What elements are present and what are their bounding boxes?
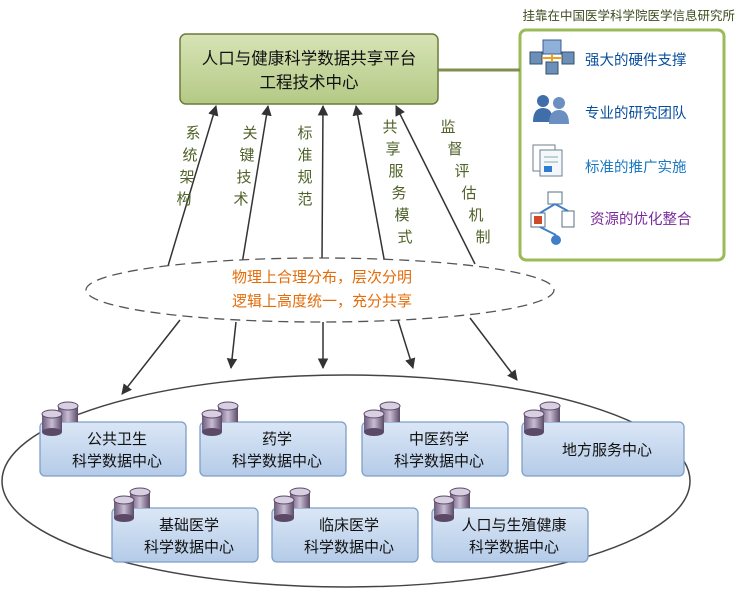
principle-line-1: 物理上合理分布，层次分明 <box>232 268 412 286</box>
data-center-name: 药学 <box>262 430 292 448</box>
arrow-up-2 <box>241 104 272 265</box>
data-center-name: 临床医学 <box>319 516 379 534</box>
connector-label-standards: 标准规范 <box>297 124 312 208</box>
team-people-icon <box>533 95 569 124</box>
data-center-box <box>431 507 589 563</box>
database-icon <box>201 401 239 436</box>
arrow-down-4 <box>397 319 416 370</box>
database-icon <box>113 487 151 522</box>
data-center-name: 地方服务中心 <box>562 441 652 459</box>
standard-document-icon <box>532 144 563 177</box>
database-icon <box>41 401 79 436</box>
data-center-node: 地方服务中心 <box>521 401 685 477</box>
principle-ellipse <box>85 257 555 323</box>
arrow-up-4 <box>352 104 386 265</box>
data-center-type: 科学数据中心 <box>232 452 322 470</box>
arrow-up-5 <box>395 105 476 265</box>
connector-label-architecture: 系统架构 <box>176 124 200 208</box>
database-icon <box>523 401 561 436</box>
data-center-box <box>271 507 419 563</box>
data-center-type: 科学数据中心 <box>394 452 484 470</box>
support-panel <box>518 28 726 262</box>
affiliation-text: 挂靠在中国医学科学院医学信息研究所 <box>522 8 735 23</box>
center-box <box>179 33 439 105</box>
data-center-name: 人口与生殖健康 <box>461 516 566 534</box>
support-item-team: 专业的研究团队 <box>585 105 687 122</box>
data-center-box <box>39 421 187 477</box>
data-center-type: 科学数据中心 <box>144 538 234 556</box>
data-center-box <box>521 421 685 477</box>
support-item-hardware: 强大的硬件支撑 <box>585 52 687 69</box>
downward-arrows <box>121 317 518 395</box>
principle-line-2: 逻辑上高度统一，充分共享 <box>232 292 412 310</box>
data-center-name: 公共卫生 <box>87 430 147 448</box>
support-item-standard: 标准的推广实施 <box>585 159 687 176</box>
upward-arrows <box>167 104 476 267</box>
data-center-box <box>361 421 509 477</box>
database-icon <box>433 487 471 522</box>
arrow-up-1 <box>167 104 219 267</box>
support-item-resource: 资源的优化整合 <box>590 211 692 228</box>
data-center-type: 科学数据中心 <box>469 538 559 556</box>
connector-label-key-tech: 关键技术 <box>233 124 257 208</box>
data-center-name: 中医药学 <box>409 430 469 448</box>
database-icon <box>273 487 311 522</box>
resource-integration-icon <box>530 191 575 245</box>
center-box-title: 人口与健康科学数据共享平台 <box>202 49 417 68</box>
center-box-subtitle: 工程技术中心 <box>260 73 359 92</box>
data-center-box <box>199 421 347 477</box>
hardware-network-icon <box>529 39 575 75</box>
connector-label-supervision: 监督评估机制 <box>440 118 490 246</box>
database-icon <box>363 401 401 436</box>
data-center-box <box>111 507 259 563</box>
arrow-down-1 <box>121 319 181 395</box>
arrow-down-5 <box>469 317 518 381</box>
data-center-type: 科学数据中心 <box>72 452 162 470</box>
data-center-type: 科学数据中心 <box>304 538 394 556</box>
connector-label-sharing-mode: 共享服务模式 <box>382 118 412 246</box>
data-center-name: 基础医学 <box>159 516 219 534</box>
arrow-down-2 <box>226 321 238 370</box>
arrow-up-3 <box>317 104 329 263</box>
